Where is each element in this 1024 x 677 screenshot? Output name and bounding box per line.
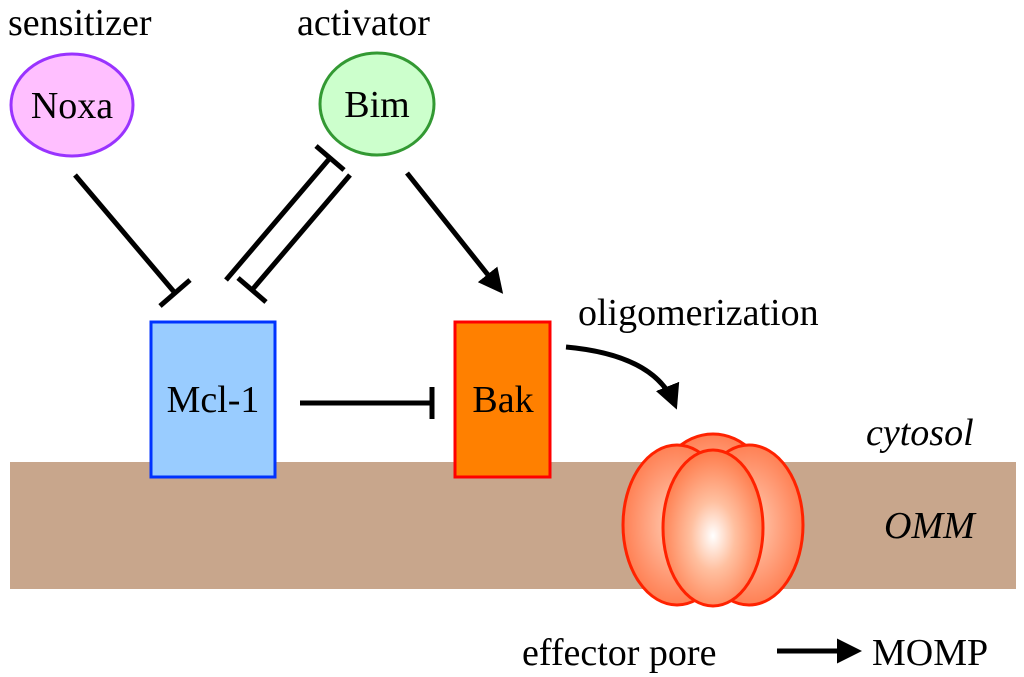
mcl1-node: Mcl-1 bbox=[149, 320, 277, 479]
bak-box bbox=[453, 320, 552, 479]
noxa-node: Noxa bbox=[9, 52, 135, 158]
mcl1-label: Mcl-1 bbox=[167, 379, 260, 421]
membrane-band bbox=[10, 462, 1016, 589]
edge-bim-mcl1-bar bbox=[236, 276, 268, 304]
bim-node: Bim bbox=[318, 51, 436, 157]
edge-noxa-mcl1-bar bbox=[158, 278, 192, 308]
omm-label: OMM bbox=[884, 505, 977, 547]
oligomerization-arrow bbox=[565, 344, 680, 410]
effector-pore-icon bbox=[621, 432, 805, 608]
pore-lobe-front bbox=[661, 448, 765, 608]
sensitizer-label: sensitizer bbox=[8, 2, 152, 44]
mcl1-box bbox=[149, 320, 277, 479]
effector-pore-label: effector pore bbox=[522, 632, 716, 674]
bim-ellipse bbox=[318, 51, 436, 157]
noxa-label: Noxa bbox=[31, 85, 113, 127]
bak-label: Bak bbox=[472, 379, 533, 421]
oligomerization-label: oligomerization bbox=[578, 292, 819, 334]
edges bbox=[73, 144, 862, 664]
activator-label: activator bbox=[297, 2, 430, 44]
bak-node: Bak bbox=[453, 320, 552, 479]
momp-label: MOMP bbox=[872, 632, 988, 674]
edge-mcl1-bim bbox=[224, 156, 332, 282]
edge-bim-mcl1 bbox=[250, 173, 352, 292]
cytosol-label: cytosol bbox=[866, 412, 974, 454]
noxa-ellipse bbox=[9, 52, 135, 158]
edge-noxa-mcl1 bbox=[73, 173, 177, 295]
edge-bim-bak-arrow bbox=[405, 171, 504, 294]
bim-label: Bim bbox=[344, 84, 409, 126]
edge-mcl1-bim-bar bbox=[314, 144, 346, 172]
